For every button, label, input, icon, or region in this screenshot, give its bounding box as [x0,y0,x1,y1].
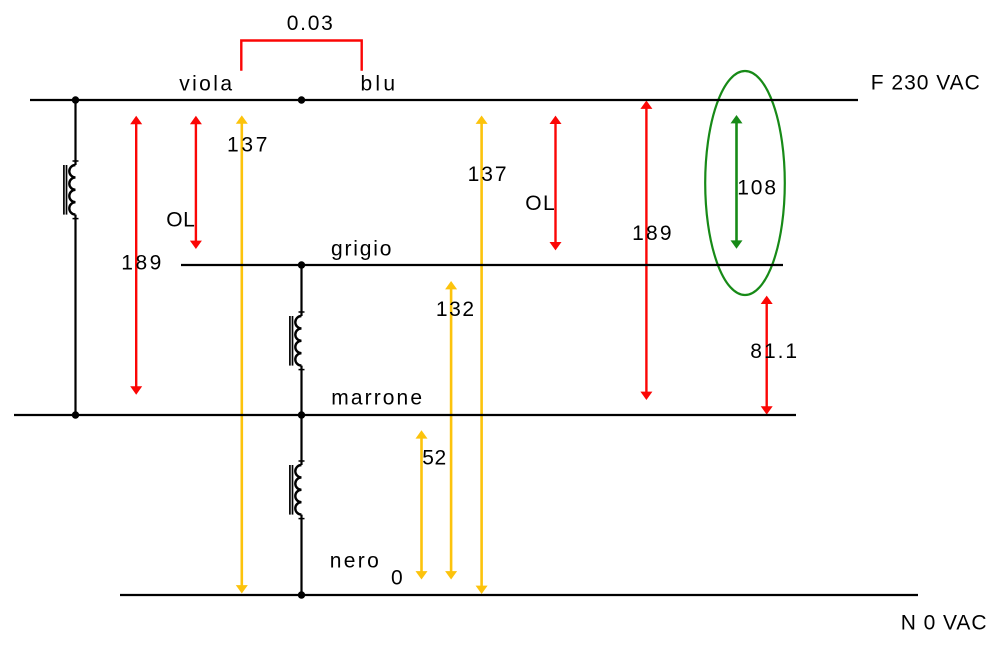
svg-text:grigio: grigio [331,238,391,261]
svg-text:nero: nero [330,550,379,573]
svg-text:0: 0 [391,567,403,590]
svg-text:189: 189 [121,251,161,274]
svg-text:189: 189 [632,222,671,245]
svg-text:OL: OL [166,209,195,232]
svg-text:viola: viola [179,73,232,96]
svg-text:F 230 VAC: F 230 VAC [871,72,980,95]
svg-text:108: 108 [737,177,776,200]
svg-text:N 0 VAC: N 0 VAC [901,611,987,634]
svg-text:132: 132 [436,298,474,321]
svg-text:OL: OL [525,192,555,215]
svg-text:137: 137 [468,163,507,186]
svg-text:0.03: 0.03 [287,12,333,35]
svg-text:137: 137 [227,134,267,157]
svg-text:52: 52 [422,447,446,470]
svg-text:marrone: marrone [331,386,422,409]
svg-text:blu: blu [361,73,396,96]
svg-text:81.1: 81.1 [750,340,797,363]
